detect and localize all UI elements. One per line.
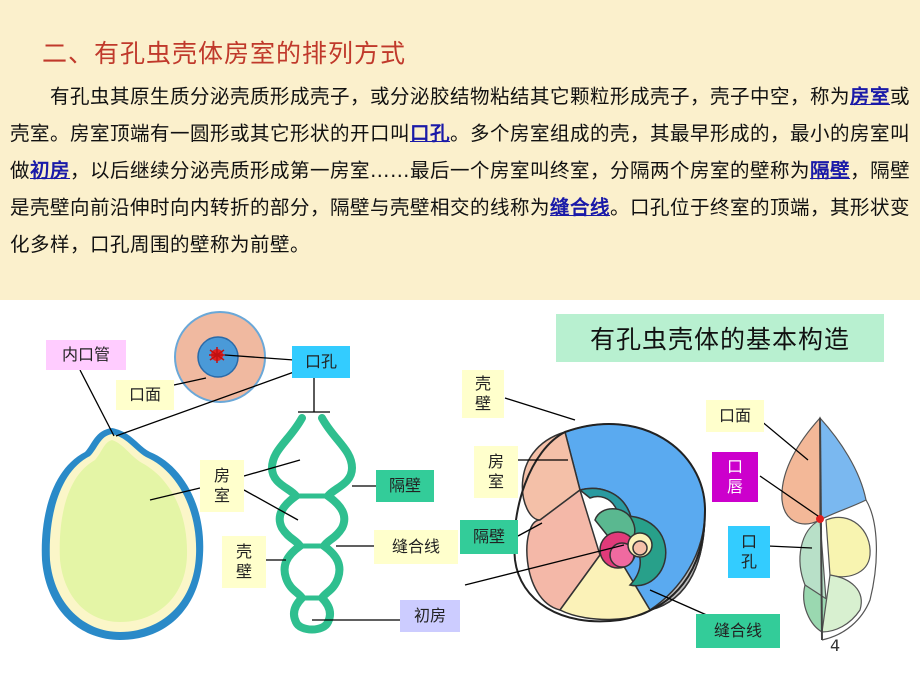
label-proloculus: 初房 bbox=[400, 600, 460, 632]
para-text-2: 或壳室。房室顶端有一圆形或其它形状的开口叫 bbox=[10, 85, 911, 145]
uniserial-chamber-chain bbox=[267, 414, 357, 634]
para-text-4: ，以后继续分泌壳质形成第一房室……最后一个房室叫终室，分隔两个房室的壁称为 bbox=[70, 159, 811, 182]
link-aperture[interactable]: 口孔 bbox=[410, 122, 451, 145]
para-text-1: 有孔虫其原生质分泌壳质形成壳子，或分泌胶结物粘结其它颗粒形成壳子，壳子中空，称为 bbox=[10, 85, 851, 108]
label-chamber: 房室 bbox=[200, 460, 244, 512]
label-suture-mid: 缝合线 bbox=[374, 530, 458, 564]
label-inner-tube: 内口管 bbox=[46, 340, 126, 370]
label-septum-right: 隔壁 bbox=[460, 520, 518, 554]
para-text-6: 。口孔位于终室的顶端，其形状变化多样，口孔周围的壁称为前壁。 bbox=[10, 196, 911, 256]
unilocular-shell bbox=[41, 428, 204, 640]
leader-lines bbox=[79, 354, 819, 621]
label-wall-right: 壳壁 bbox=[462, 370, 504, 418]
para-text-3: 。多个房室组成的壳，其最早形成的，最小的房室叫做 bbox=[10, 122, 911, 182]
side-view-shell bbox=[781, 416, 877, 641]
planispiral-shell bbox=[513, 422, 707, 623]
label-wall-left: 壳壁 bbox=[222, 536, 266, 588]
label-lip: 口唇 bbox=[712, 452, 758, 502]
label-aperture-face-left: 口面 bbox=[116, 380, 174, 410]
para-text-5: ，隔壁是壳壁向前沿伸时向内转折的部分，隔壁与壳壁相交的线称为 bbox=[10, 159, 911, 219]
link-suture[interactable]: 缝合线 bbox=[550, 196, 611, 219]
text-panel: 二、有孔虫壳体房室的排列方式 有孔虫其原生质分泌壳质形成壳子，或分泌胶结物粘结其… bbox=[0, 0, 920, 300]
body-paragraph: 有孔虫其原生质分泌壳质形成壳子，或分泌胶结物粘结其它颗粒形成壳子，壳子中空，称为… bbox=[10, 78, 912, 263]
link-septum[interactable]: 隔壁 bbox=[810, 159, 851, 182]
section-heading: 二、有孔虫壳体房室的排列方式 bbox=[42, 39, 407, 68]
label-aperture-face-right: 口面 bbox=[706, 400, 764, 432]
label-aperture-right: 口孔 bbox=[728, 526, 770, 578]
page-number: 4 bbox=[830, 636, 841, 655]
label-aperture: 口孔 bbox=[292, 346, 350, 378]
diagram-title: 有孔虫壳体的基本构造 bbox=[556, 314, 884, 362]
label-septum-mid: 隔壁 bbox=[376, 470, 434, 502]
link-chamber[interactable]: 房室 bbox=[850, 85, 891, 108]
label-chamber-right: 房室 bbox=[474, 446, 518, 498]
label-suture-right: 缝合线 bbox=[696, 614, 780, 648]
link-proloculus[interactable]: 初房 bbox=[30, 159, 71, 182]
